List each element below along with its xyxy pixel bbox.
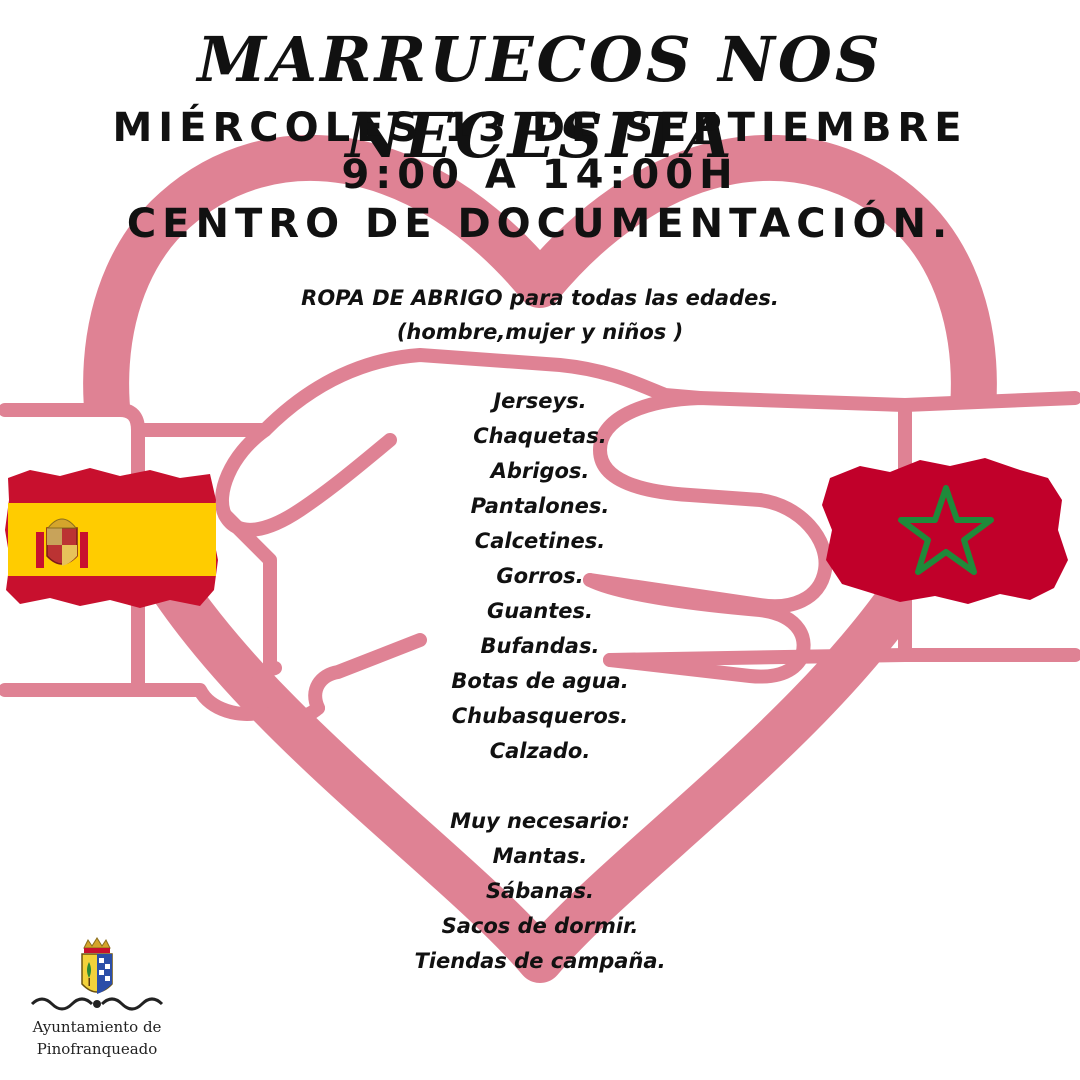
necessary-list: Muy necesario: Mantas. Sábanas. Sacos de… xyxy=(340,804,740,979)
logo-line-1: Ayuntamiento de xyxy=(32,1018,162,1036)
list-item: Mantas. xyxy=(492,844,588,868)
list-item: Botas de agua. xyxy=(451,669,629,693)
list-item: Gorros. xyxy=(496,564,584,588)
logo-caption: Ayuntamiento de Pinofranqueado xyxy=(22,1016,172,1060)
logo-line-2: Pinofranqueado xyxy=(36,1040,158,1058)
list-item: Tiendas de campaña. xyxy=(414,949,666,973)
list-item: Chubasqueros. xyxy=(451,704,629,728)
list-item: Sábanas. xyxy=(485,879,595,903)
list-item: Guantes. xyxy=(486,599,594,623)
intro-line-2: (hombre,mujer y niños ) xyxy=(396,320,684,344)
spain-flag-icon xyxy=(5,468,218,608)
morocco-flag-icon xyxy=(822,458,1068,604)
list-item: Calcetines. xyxy=(474,529,606,553)
town-hall-logo: Ayuntamiento de Pinofranqueado xyxy=(22,934,172,1064)
list-item: Calzado. xyxy=(489,739,591,763)
necessary-heading: Muy necesario: xyxy=(450,809,630,833)
place-line: CENTRO DE DOCUMENTACIÓN. xyxy=(126,201,954,247)
list-item: Pantalones. xyxy=(470,494,610,518)
list-item: Abrigos. xyxy=(490,459,590,483)
date-line: MIÉRCOLES 13 DE SEPTIEMBRE xyxy=(112,105,968,151)
clothing-list: Jerseys. Chaquetas. Abrigos. Pantalones.… xyxy=(340,384,740,769)
time-line: 9:00 A 14:00H xyxy=(341,152,739,198)
list-item: Chaquetas. xyxy=(473,424,607,448)
intro-line-1: ROPA DE ABRIGO para todas las edades. xyxy=(301,286,779,310)
list-item: Jerseys. xyxy=(493,389,587,413)
list-item: Bufandas. xyxy=(480,634,600,658)
list-item: Sacos de dormir. xyxy=(441,914,639,938)
coat-of-arms-icon xyxy=(30,937,164,1011)
main-title: MARRUECOS NOS NECESITA xyxy=(197,23,883,172)
spain-coat-of-arms xyxy=(36,518,88,568)
